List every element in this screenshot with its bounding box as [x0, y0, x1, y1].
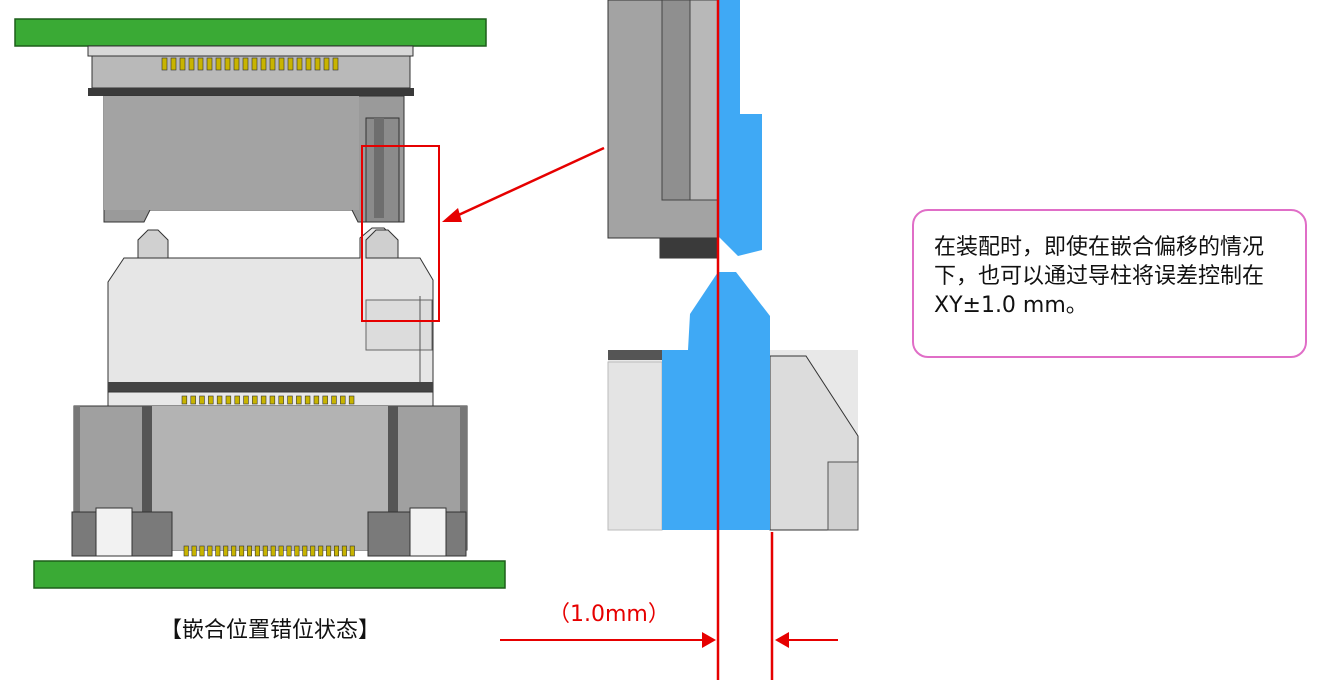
- connector-pin: [314, 57, 321, 71]
- connector-pin: [242, 57, 249, 71]
- connector-pin: [305, 57, 312, 71]
- connector-pin: [287, 395, 293, 405]
- connector-pin: [223, 545, 229, 557]
- connector-pin: [296, 395, 302, 405]
- connector-pin: [243, 395, 249, 405]
- bottom-pins: [183, 545, 355, 557]
- connector-pin: [332, 57, 339, 71]
- connector-pin: [340, 395, 346, 405]
- connector-pin: [234, 395, 240, 405]
- zoom-arrow: [451, 146, 605, 220]
- connector-pin: [262, 545, 268, 557]
- connector-pin: [323, 57, 330, 71]
- connector-pin: [207, 545, 213, 557]
- connector-pin: [215, 57, 222, 71]
- connector-pin: [260, 57, 267, 71]
- connector-pin: [349, 545, 355, 557]
- receptacle-connector: [71, 391, 468, 557]
- mid-pins: [181, 395, 355, 405]
- zoom-detail: [500, 0, 859, 680]
- connector-pin: [199, 395, 205, 405]
- connector-pin: [231, 545, 237, 557]
- zoom-arrow-head: [442, 208, 462, 222]
- connector-pin: [208, 395, 214, 405]
- dimension-label: （1.0mm）: [548, 602, 670, 627]
- upper-guide-post: [718, 0, 762, 256]
- diagram-caption: 【嵌合位置错位状态】: [159, 618, 380, 643]
- connector-pin: [225, 395, 232, 405]
- connector-pin: [206, 57, 213, 71]
- connector-pin: [313, 395, 320, 405]
- top-pcb: [14, 18, 487, 47]
- connector-pin: [326, 545, 332, 557]
- connector-pin: [278, 57, 285, 71]
- connector-pin: [287, 57, 294, 71]
- connector-pin: [170, 57, 177, 71]
- connector-pin: [260, 395, 267, 405]
- connector-pin: [251, 57, 258, 71]
- connector-pin: [190, 395, 196, 405]
- connector-pin: [239, 545, 245, 557]
- connector-pin: [191, 545, 197, 557]
- connector-pin: [286, 545, 292, 557]
- note-box: 在装配时，即使在嵌合偏移的情况下，也可以通过导柱将误差控制在XY±1.0 mm。: [912, 209, 1307, 358]
- connector-assembly: [14, 18, 605, 589]
- connector-pin: [233, 57, 240, 71]
- connector-pin: [252, 395, 258, 405]
- connector-pin: [188, 57, 195, 71]
- connector-pin: [294, 545, 300, 557]
- connector-pin: [310, 545, 316, 557]
- connector-pin: [296, 57, 303, 71]
- top-pins: [161, 57, 339, 71]
- connector-pin: [197, 57, 204, 71]
- connector-pin: [304, 395, 311, 405]
- upper-connector: [87, 45, 414, 223]
- connector-pin: [161, 57, 168, 71]
- connector-pin: [278, 545, 284, 557]
- lower-guide-post: [662, 272, 770, 530]
- connector-pin: [341, 545, 347, 557]
- lower-connector: [107, 227, 434, 393]
- connector-pin: [302, 545, 308, 557]
- connector-pin: [322, 395, 328, 405]
- connector-pin: [333, 545, 339, 557]
- connector-pin: [270, 545, 276, 557]
- connector-pin: [331, 395, 337, 405]
- bottom-pcb: [33, 560, 506, 589]
- connector-pin: [224, 57, 231, 71]
- connector-pin: [278, 395, 284, 405]
- connector-pin: [181, 395, 188, 405]
- connector-pin: [183, 545, 189, 557]
- connector-pin: [179, 57, 186, 71]
- highlight-box: [361, 145, 440, 322]
- connector-pin: [269, 395, 276, 405]
- connector-pin: [216, 395, 223, 405]
- connector-pin: [269, 57, 276, 71]
- connector-pin: [247, 545, 253, 557]
- connector-pin: [348, 395, 355, 405]
- connector-pin: [199, 545, 205, 557]
- connector-pin: [254, 545, 260, 557]
- connector-pin: [318, 545, 324, 557]
- connector-pin: [215, 545, 221, 557]
